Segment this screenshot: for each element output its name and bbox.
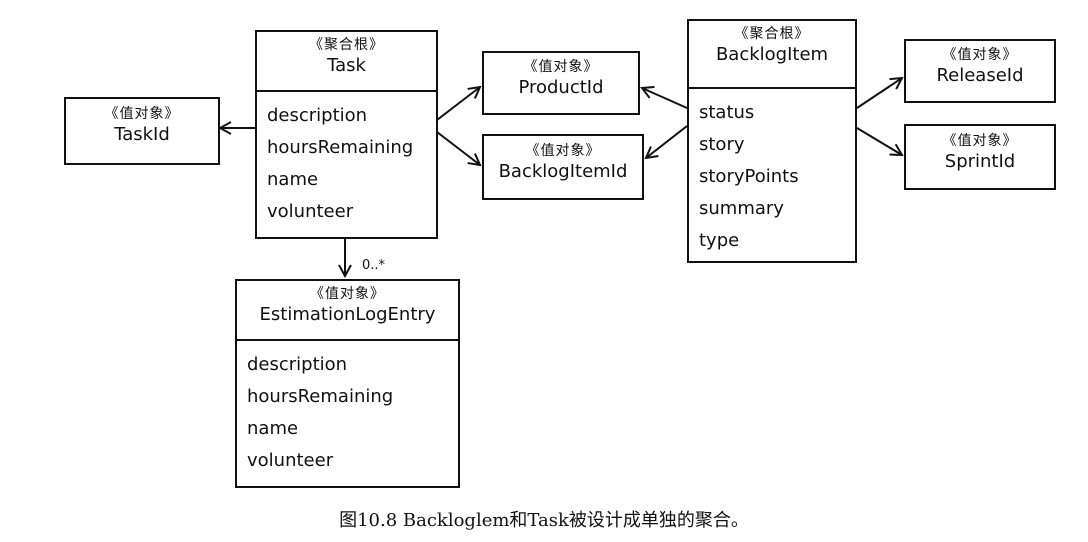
- class-backlog-item-id-header: 《值对象》 BacklogItemId: [484, 136, 642, 184]
- attribute-story-points: storyPoints: [699, 166, 799, 187]
- attribute-name: name: [267, 169, 319, 190]
- class-sprint-id-stereotype: 《值对象》: [942, 133, 1018, 149]
- class-backlog-item-stereotype: 《聚合根》: [734, 26, 810, 42]
- class-product-id-header: 《值对象》 ProductId: [484, 53, 638, 100]
- class-backlog-item-header: 《聚合根》 BacklogItem: [689, 21, 855, 87]
- class-release-id-name: ReleaseId: [936, 65, 1024, 86]
- arrow-backlogitem-to-releaseid: [856, 78, 902, 109]
- class-task-stereotype: 《聚合根》: [309, 37, 384, 53]
- class-product-id: 《值对象》 ProductId: [482, 51, 640, 115]
- class-release-id: 《值对象》 ReleaseId: [904, 39, 1056, 103]
- class-backlog-item-attributes: status story storyPoints summary type: [689, 87, 855, 257]
- class-task-id-name: TaskId: [114, 124, 170, 145]
- class-task-id: 《值对象》 TaskId: [64, 97, 220, 165]
- multiplicity-label: 0..*: [362, 258, 386, 273]
- class-sprint-id-name: SprintId: [944, 151, 1016, 172]
- class-backlog-item-id-stereotype: 《值对象》: [525, 143, 601, 159]
- class-estimation-log-entry-attributes: description hoursRemaining name voluntee…: [237, 339, 458, 477]
- class-sprint-id-header: 《值对象》 SprintId: [906, 126, 1054, 174]
- class-estimation-log-entry-name: EstimationLogEntry: [259, 304, 436, 325]
- class-task-header: 《聚合根》 Task: [257, 32, 436, 90]
- attribute-story: story: [699, 134, 745, 155]
- class-backlog-item-id-name: BacklogItemId: [498, 161, 628, 182]
- attribute-volunteer: volunteer: [267, 201, 354, 222]
- attribute-volunteer: volunteer: [247, 450, 334, 471]
- class-task-name: Task: [327, 55, 366, 76]
- attribute-hours-remaining: hoursRemaining: [247, 386, 394, 407]
- attribute-name: name: [247, 418, 299, 439]
- figure-caption: 图10.8 Backloglem和Task被设计成单独的聚合。: [339, 510, 749, 531]
- attribute-status: status: [699, 102, 755, 123]
- class-sprint-id: 《值对象》 SprintId: [904, 124, 1056, 190]
- class-task-attributes: description hoursRemaining name voluntee…: [257, 90, 436, 228]
- arrow-backlogitem-to-productid: [642, 88, 688, 109]
- class-task-id-stereotype: 《值对象》: [104, 106, 180, 122]
- class-product-id-name: ProductId: [518, 77, 604, 98]
- class-task: 《聚合根》 Task description hoursRemaining na…: [255, 30, 438, 239]
- class-product-id-stereotype: 《值对象》: [523, 59, 599, 75]
- class-backlog-item: 《聚合根》 BacklogItem status story storyPoin…: [687, 19, 857, 263]
- class-backlog-item-name: BacklogItem: [715, 44, 829, 65]
- class-release-id-stereotype: 《值对象》: [942, 47, 1018, 63]
- arrow-task-to-backlogitemid: [436, 131, 480, 165]
- attribute-summary: summary: [699, 198, 784, 219]
- class-estimation-log-entry-stereotype: 《值对象》: [310, 286, 385, 302]
- arrow-backlogitem-to-backlogitemid: [646, 125, 688, 158]
- attribute-hours-remaining: hoursRemaining: [267, 137, 414, 158]
- attribute-description: description: [267, 105, 368, 126]
- attribute-type: type: [699, 230, 740, 251]
- class-task-id-header: 《值对象》 TaskId: [66, 99, 218, 147]
- arrow-backlogitem-to-sprintid: [856, 127, 902, 155]
- class-estimation-log-entry: 《值对象》 EstimationLogEntry description hou…: [235, 279, 460, 488]
- class-release-id-header: 《值对象》 ReleaseId: [906, 41, 1054, 88]
- class-estimation-log-entry-header: 《值对象》 EstimationLogEntry: [237, 281, 458, 339]
- class-backlog-item-id: 《值对象》 BacklogItemId: [482, 134, 644, 200]
- attribute-description: description: [247, 354, 348, 375]
- arrow-task-to-productid: [436, 87, 480, 121]
